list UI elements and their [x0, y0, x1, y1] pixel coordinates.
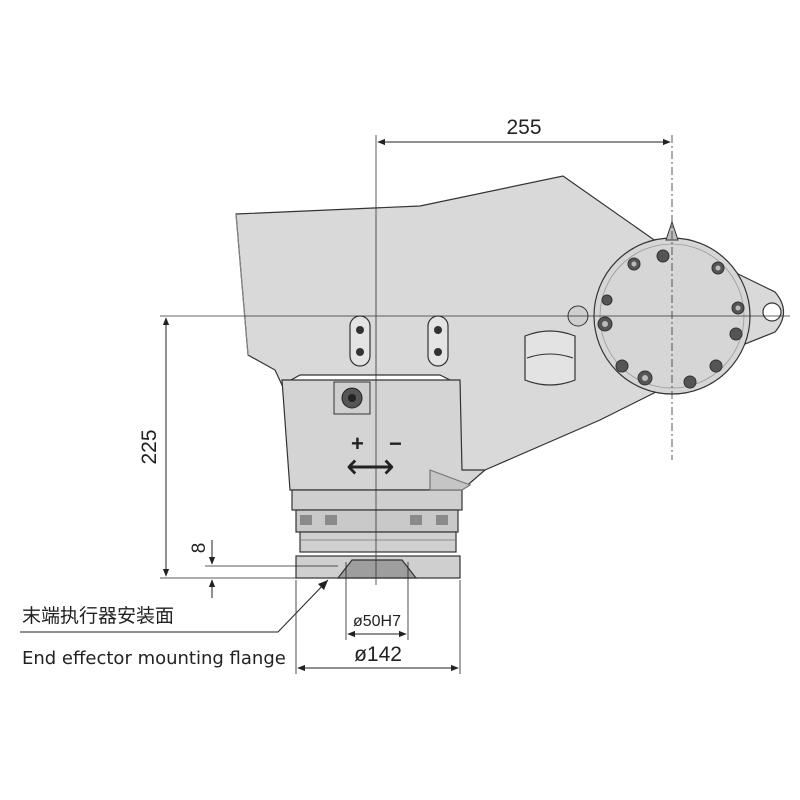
dim-8-label: 8 [189, 543, 210, 554]
wrist-body [235, 175, 785, 579]
collar-band [299, 531, 457, 553]
minus-symbol: − [389, 431, 402, 456]
callout-label-en: End effector mounting flange [22, 648, 286, 669]
lower-pad [429, 469, 472, 491]
center-lines [160, 135, 790, 585]
lug-hole [762, 302, 782, 322]
plus-symbol: + [351, 431, 364, 456]
dim-50-label: ø50H7 [353, 613, 401, 630]
dim-255-label: 255 [506, 116, 541, 139]
flange-pilot [336, 559, 418, 579]
cable-cap [524, 330, 576, 386]
collar-ring [295, 509, 459, 533]
callout-label-cn: 末端执行器安装面 [22, 605, 174, 627]
slotted-holes [349, 315, 449, 367]
direction-arrow: ⟷ [346, 448, 395, 486]
collar-upper [291, 489, 463, 511]
dim-142-label: ø142 [354, 643, 402, 666]
lower-housing [281, 379, 487, 491]
dim-225-label: 225 [138, 429, 161, 464]
callout-leader [20, 579, 329, 633]
